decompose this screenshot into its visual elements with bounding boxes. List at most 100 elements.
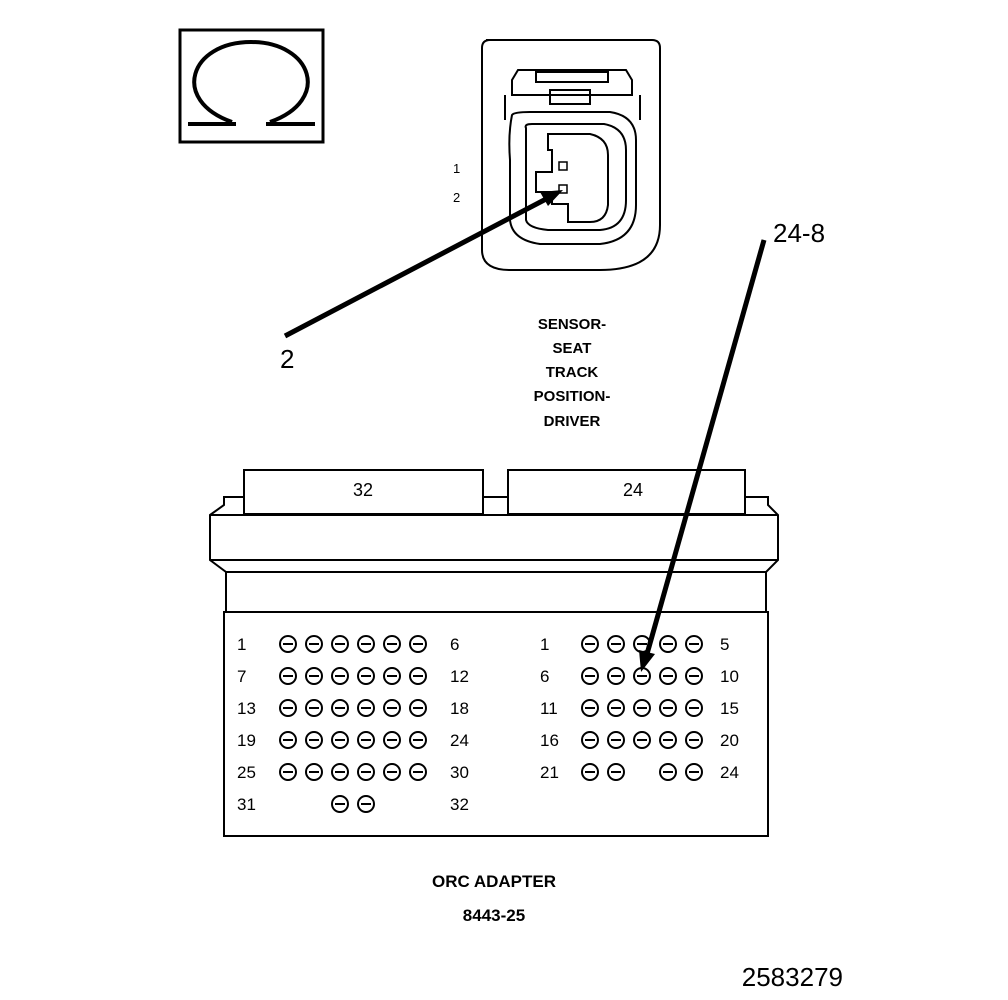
- pin-socket: [305, 763, 323, 781]
- left-row-start-5: 25: [237, 763, 256, 782]
- sensor-connector: 1 2: [453, 39, 661, 271]
- pin-socket: [383, 731, 401, 749]
- pin-socket: [357, 763, 375, 781]
- adapter-tab-left-label: 32: [353, 480, 373, 500]
- pin-socket: [357, 667, 375, 685]
- left-row-end-2: 12: [450, 667, 469, 686]
- right-row-end-1: 5: [720, 635, 729, 654]
- pin-socket: [685, 763, 703, 781]
- adapter-tab-right-label: 24: [623, 480, 643, 500]
- pin-socket: [659, 667, 677, 685]
- pin-socket: [331, 699, 349, 717]
- left-row-end-3: 18: [450, 699, 469, 718]
- left-row-start-3: 13: [237, 699, 256, 718]
- sensor-label-line-4: POSITION-: [534, 388, 611, 405]
- ohm-icon: [188, 39, 315, 126]
- left-row-end-5: 30: [450, 763, 469, 782]
- left-pin-sockets: [279, 635, 427, 813]
- pin-socket: [581, 667, 599, 685]
- left-row-start-4: 19: [237, 731, 256, 750]
- pin-socket: [607, 731, 625, 749]
- pin-socket: [685, 635, 703, 653]
- pin-socket: [581, 731, 599, 749]
- sensor-pin-label-1: 1: [453, 161, 460, 176]
- pin-socket: [607, 635, 625, 653]
- pin-socket: [279, 635, 297, 653]
- pin-socket: [409, 667, 427, 685]
- ohm-symbol-box: [178, 28, 325, 144]
- left-row-start-6: 31: [237, 795, 256, 814]
- pin-socket: [633, 699, 651, 717]
- pin-socket: [409, 763, 427, 781]
- pin-socket: [357, 795, 375, 813]
- pin-socket: [409, 635, 427, 653]
- right-row-start-3: 11: [540, 699, 558, 718]
- sensor-label-line-5: DRIVER: [544, 413, 601, 430]
- pin-socket: [357, 699, 375, 717]
- right-row-end-3: 15: [720, 699, 739, 718]
- pin-socket: [659, 699, 677, 717]
- adapter-title: ORC ADAPTER: [432, 872, 556, 891]
- right-row-start-2: 6: [540, 667, 549, 686]
- pin-socket: [331, 635, 349, 653]
- pin-socket: [409, 731, 427, 749]
- pin-socket: [305, 635, 323, 653]
- pin-socket: [383, 667, 401, 685]
- left-row-start-2: 7: [237, 667, 246, 686]
- pin-socket: [305, 731, 323, 749]
- pin-socket: [607, 699, 625, 717]
- adapter-right-block: 1 5 6 10 11 15 16 20 21 24: [540, 635, 739, 782]
- adapter-part-number: 8443-25: [463, 906, 525, 925]
- left-row-end-6: 32: [450, 795, 469, 814]
- callout-label-sensor-pin: 2: [280, 344, 294, 374]
- pin-socket: [331, 731, 349, 749]
- left-row-start-1: 1: [237, 635, 246, 654]
- figure-id: 2583279: [742, 962, 843, 992]
- right-pin-sockets: [581, 635, 703, 781]
- sensor-label-line-3: TRACK: [546, 364, 599, 381]
- pin-socket: [305, 699, 323, 717]
- pin-socket: [659, 731, 677, 749]
- pin-socket: [279, 763, 297, 781]
- pin-socket: [685, 731, 703, 749]
- sensor-pin-label-2: 2: [453, 190, 460, 205]
- pin-socket: [607, 763, 625, 781]
- pin-socket: [331, 763, 349, 781]
- sensor-label-line-2: SEAT: [553, 340, 592, 357]
- pin-socket: [685, 667, 703, 685]
- left-row-end-1: 6: [450, 635, 459, 654]
- pin-socket: [279, 667, 297, 685]
- pin-socket: [279, 731, 297, 749]
- pin-socket: [357, 731, 375, 749]
- pin-socket: [279, 699, 297, 717]
- pin-socket: [581, 699, 599, 717]
- pin-socket: [357, 635, 375, 653]
- callout-arrow-sensor-pin: [283, 190, 563, 339]
- pin-socket: [409, 699, 427, 717]
- right-row-end-2: 10: [720, 667, 739, 686]
- right-row-start-4: 16: [540, 731, 559, 750]
- right-row-end-4: 20: [720, 731, 739, 750]
- pin-socket: [607, 667, 625, 685]
- right-row-end-5: 24: [720, 763, 739, 782]
- adapter-left-block: 1 6 7 12 13 18 19 24 25 30 31 32: [237, 635, 469, 814]
- pin-socket: [383, 699, 401, 717]
- right-row-start-1: 1: [540, 635, 549, 654]
- callout-label-adapter-pin: 24-8: [773, 218, 825, 248]
- orc-adapter-body: 32 24: [209, 469, 779, 837]
- callout-arrow-adapter-pin: [639, 239, 767, 672]
- pin-socket: [581, 635, 599, 653]
- pin-socket: [383, 635, 401, 653]
- left-row-end-4: 24: [450, 731, 469, 750]
- pin-socket: [581, 763, 599, 781]
- pin-socket: [685, 699, 703, 717]
- right-row-start-5: 21: [540, 763, 559, 782]
- sensor-label: SENSOR- SEAT TRACK POSITION- DRIVER: [534, 316, 611, 430]
- pin-socket: [659, 763, 677, 781]
- pin-socket: [331, 795, 349, 813]
- pin-socket: [633, 731, 651, 749]
- pin-socket: [383, 763, 401, 781]
- sensor-label-line-1: SENSOR-: [538, 316, 606, 333]
- pin-socket: [331, 667, 349, 685]
